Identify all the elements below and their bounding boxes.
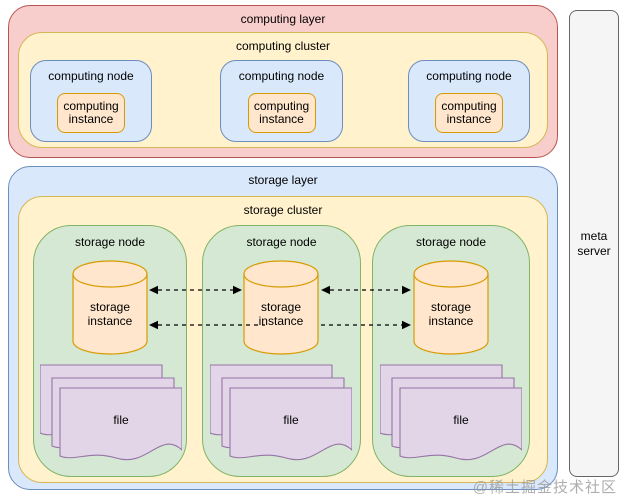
file-stack-3: file: [379, 363, 523, 465]
storage-cluster-label: storage cluster: [243, 203, 323, 217]
computing-node-3: computing node computing instance: [408, 60, 530, 142]
document-stack-icon: [39, 364, 183, 461]
database-cylinder-icon: [72, 260, 148, 355]
computing-node-label: computing node: [238, 69, 325, 83]
storage-instance-1: storage instance: [72, 260, 148, 355]
database-cylinder-icon: [413, 260, 489, 355]
file-label: file: [113, 413, 129, 427]
file-stack-2: file: [209, 363, 353, 465]
storage-instance-label: storage instance: [258, 300, 304, 328]
storage-instance-3: storage instance: [413, 260, 489, 355]
document-stack-icon: [379, 364, 523, 461]
file-stack-1: file: [39, 363, 183, 465]
computing-node-label: computing node: [48, 69, 134, 83]
storage-layer-label: storage layer: [248, 173, 318, 187]
storage-instance-2: storage instance: [243, 260, 319, 355]
storage-instance-label: storage instance: [428, 300, 474, 328]
database-cylinder-icon: [243, 260, 319, 355]
meta-server-label: meta server: [577, 228, 611, 258]
computing-instance-2: computing instance: [247, 93, 316, 133]
storage-node-label: storage node: [74, 235, 146, 249]
file-label: file: [283, 413, 299, 427]
computing-node-1: computing node computing instance: [30, 60, 152, 142]
storage-node-label: storage node: [415, 235, 487, 249]
computing-node-label: computing node: [426, 69, 512, 83]
computing-layer-label: computing layer: [240, 12, 326, 26]
computing-instance-3: computing instance: [435, 93, 503, 133]
computing-node-2: computing node computing instance: [220, 60, 343, 142]
meta-server-box: meta server: [569, 10, 619, 477]
computing-cluster-label: computing cluster: [235, 39, 331, 53]
storage-instance-label: storage instance: [87, 300, 133, 328]
watermark: @稀土掘金技术社区: [472, 479, 617, 496]
storage-node-label: storage node: [246, 235, 317, 249]
computing-instance-1: computing instance: [57, 93, 125, 133]
document-stack-icon: [209, 364, 353, 461]
file-label: file: [453, 413, 469, 427]
